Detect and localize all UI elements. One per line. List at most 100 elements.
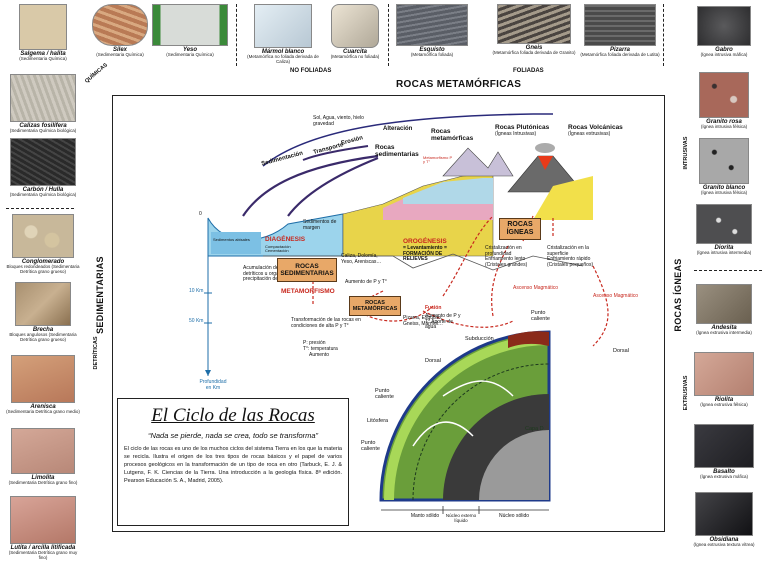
label-ascenso-magma: Ascenso Magmático [513, 285, 559, 291]
label-nucleo-ext: Núcleo externo líquido [445, 513, 477, 523]
depth-label-50: 50 Km [189, 318, 204, 324]
depth-label-profundidad: Profundidad en Km [199, 379, 227, 391]
rock-card-conglomerado: Conglomerado Bloques redondeados (Sedime… [6, 214, 80, 275]
label-dorsal-left: Dorsal [425, 358, 441, 364]
label-fusion-sub: Aumento de P y T° Aporte de agua [425, 313, 461, 330]
rock-desc: (Ígnea intrusiva máfica) [700, 52, 748, 58]
red-arrow [422, 310, 514, 328]
rock-card-granito-blanco: Granito blanco (Ígnea intrusiva félsica) [688, 138, 760, 196]
transport-arrow [302, 145, 369, 161]
label-litosfera: Litósfera [367, 418, 389, 424]
label-rocas-metamorficas-top: Rocas metamórficas [431, 128, 474, 143]
subduction-zone [508, 331, 549, 348]
sea-floor [211, 232, 261, 254]
red-arrow [592, 265, 609, 347]
rock-desc: (Metamórfica no foliada) [330, 54, 380, 60]
label-caliza-list: Caliza, Dolomía, Yeso, Areniscas… [341, 253, 382, 265]
divider [663, 4, 664, 66]
label-rocas-volcanicas: Rocas Volcánicas [568, 124, 623, 131]
rock-desc: (Ígnea intrusiva félsica) [700, 190, 748, 196]
label-punto-caliente-bottom: Punto caliente [361, 440, 380, 453]
rock-name: Granito rosa [706, 119, 742, 125]
label-manto-solido: Manto sólido [410, 513, 440, 519]
rock-desc: (Ígnea extrusiva félsica) [700, 402, 748, 408]
label-sol: Sol, Agua, viento, hielo gravedad [313, 115, 364, 127]
rock-name: Pizarra [609, 47, 630, 53]
rock-card-silex: Sílex (Sedimentaria Química) [88, 4, 152, 58]
label-nucleo-solido: Núcleo sólido [498, 513, 530, 519]
rock-photo [254, 4, 312, 48]
rock-desc: (Ígnea extrusiva intermedia) [696, 330, 752, 336]
rock-photo [152, 4, 228, 46]
convection-arrow [412, 421, 474, 447]
divider [694, 270, 762, 271]
rock-name: Granito blanco [702, 185, 746, 191]
rock-desc: (Sedimentaria Detrítica grano muy fino) [8, 550, 78, 561]
label-alteracion: Alteración [383, 126, 413, 132]
rock-desc: (Ígnea extrusiva textura vítrea) [693, 542, 755, 548]
label-intrusivas: INTRUSIVAS [683, 136, 689, 170]
divider [6, 208, 74, 209]
rock-photo [584, 4, 656, 46]
label-foliadas: FOLIADAS [513, 68, 544, 74]
sedimentation-arrow [287, 156, 379, 217]
label-punta-caliente-top: Punto caliente [531, 310, 550, 323]
crust-boundary [263, 253, 584, 271]
rock-name: Gneis [525, 45, 543, 51]
depth-label-10: 10 Km [189, 288, 204, 294]
cycle-arrow [262, 113, 534, 167]
rock-name: Esquisto [419, 47, 445, 53]
label-volcanicas-sub: (Ígneas extrusivas) [568, 131, 611, 137]
label-legend-p: P: presión [303, 340, 326, 346]
label-punto-caliente-l: Punto caliente [375, 388, 394, 401]
rock-card-marmol: Mármol blanco (Metamórfica no foliada de… [240, 4, 326, 65]
rock-card-lutita: Lutita / arcilla litificada (Sedimentari… [6, 496, 80, 561]
red-arrow [442, 215, 494, 297]
rock-name: Conglomerado [21, 259, 65, 265]
rock-card-yeso: Yeso (Sedimentaria Química) [150, 4, 230, 58]
rock-name: Arenisca [30, 404, 56, 410]
rock-desc: (Sedimentaria Química biológica) [9, 128, 77, 134]
rock-desc: (Sedimentaria Química) [96, 52, 144, 58]
label-orogenesis-desc: = Levantamiento = FORMACIÓN DE RELIEVES [403, 245, 447, 262]
label-extrusivas: EXTRUSIVAS [683, 375, 689, 411]
info-title: El Ciclo de las Rocas [151, 405, 315, 426]
label-transformacion: Transformación de las rocas en condicion… [291, 317, 361, 329]
label-cristalizacion-sup: Cristalización en la superficie Enfriami… [547, 245, 594, 268]
rock-card-brecha: Brecha Bloques angulosos (Sedimentaria D… [6, 282, 80, 343]
rock-card-salgema: Salgema / halita (Sedimentaria Química) [6, 4, 80, 62]
sedimentation-arrow [242, 154, 379, 217]
volcano-lava [538, 156, 553, 170]
rock-card-limolita: Limolita (Sedimentaria Detrítica grano f… [6, 428, 80, 486]
rock-photo [10, 138, 76, 186]
info-panel: El Ciclo de las Rocas “Nada se pierde, n… [117, 398, 349, 526]
rock-photo [697, 6, 751, 46]
rock-desc: (Metamórfica foliada derivada de Lutita) [580, 52, 660, 58]
rock-card-diorita: Diorita (Ígnea intrusiva intermedia) [688, 204, 760, 256]
rock-photo [696, 204, 752, 244]
rock-card-pizarra: Pizarra (Metamórfica foliada derivada de… [580, 4, 660, 58]
label-acumulacion: Acumulación de elementos detríticos u or… [243, 265, 304, 282]
rock-name: Yeso [182, 47, 198, 53]
label-metamorfismo-small: Metamorfismo P y T° [423, 155, 453, 165]
label-rocas-metamorficas: ROCAS METAMÓRFICAS [396, 79, 522, 90]
rock-desc: (Metamórfica no foliada derivada de Cali… [247, 54, 319, 65]
label-legend-t: T°: temperatura [303, 346, 338, 352]
rock-card-caliza: Calizas fosilífera (Sedimentaria Química… [6, 74, 80, 134]
rock-desc: (Metamórfica foliada) [410, 52, 454, 58]
label-detriticas: DETRÍTICAS [93, 336, 99, 370]
rock-photo [396, 4, 468, 46]
depth-label-0: 0 [199, 211, 202, 217]
rock-name: Obsidiana [709, 537, 739, 543]
label-quimicas: QUÍMICAS [84, 62, 109, 85]
label-fusion: Fusión [425, 305, 442, 311]
rock-desc: (Sedimentaria Detrítica grano medio) [6, 409, 80, 415]
rock-name: Basalto [713, 469, 735, 475]
rock-desc: (Sedimentaria Química biológica) [9, 192, 77, 198]
label-dorsal-right: Dorsal [613, 348, 629, 354]
rock-photo [699, 72, 749, 118]
label-diagenesis-sub: Compactación Cementación [265, 244, 291, 254]
label-legend-aumento: Aumento [309, 352, 330, 358]
volcano-smoke [535, 143, 555, 153]
rock-photo [11, 355, 75, 403]
